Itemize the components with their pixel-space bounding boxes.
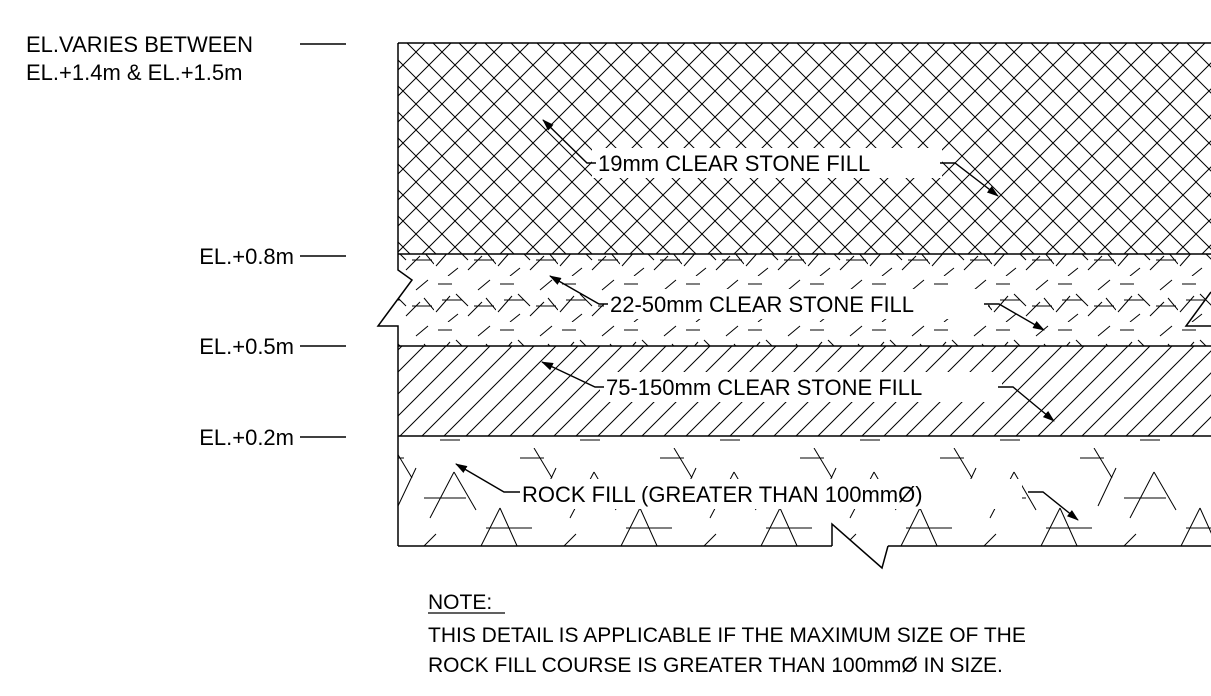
leader-22-50mm-left <box>549 275 608 305</box>
note-line-1: THIS DETAIL IS APPLICABLE IF THE MAXIMUM… <box>428 624 1026 647</box>
break-symbol-left <box>376 254 414 346</box>
note-line-2: ROCK FILL COURSE IS GREATER THAN 100mmØ … <box>428 654 1003 677</box>
label-bg-19mm <box>592 148 942 178</box>
break-symbol-bottom <box>831 522 889 570</box>
label-19mm-stone-fill: 19mm CLEAR STONE FILL <box>598 151 870 176</box>
leader-75-150mm-left <box>541 361 604 388</box>
label-rock-fill: ROCK FILL (GREATER THAN 100mmØ) <box>522 482 923 507</box>
leader-19mm-right <box>940 162 999 197</box>
label-bg-22-50mm <box>604 289 988 319</box>
break-symbol-right <box>1184 291 1211 327</box>
leader-rock-right <box>1028 491 1079 521</box>
leader-19mm-left <box>542 119 596 164</box>
elevation-top-line2: EL.+1.4m & EL.+1.5m <box>26 60 242 85</box>
label-75-150mm-stone-fill: 75-150mm CLEAR STONE FILL <box>606 375 922 400</box>
label-22-50mm-stone-fill: 22-50mm CLEAR STONE FILL <box>610 292 914 317</box>
leader-arrows <box>455 119 1079 521</box>
leader-75-150mm-right <box>998 386 1055 422</box>
elevation-top-line1: EL.VARIES BETWEEN <box>26 32 253 57</box>
elevation-label-02: EL.+0.2m <box>199 425 294 450</box>
leader-22-50mm-right <box>984 303 1045 331</box>
note-heading: NOTE: <box>428 591 492 614</box>
leader-rock-left <box>455 463 520 493</box>
elevation-ticks <box>300 43 346 438</box>
label-bg-75-150mm <box>600 372 1002 402</box>
elevation-label-05: EL.+0.5m <box>199 334 294 359</box>
section-outline <box>397 42 1211 547</box>
elevation-label-08: EL.+0.8m <box>199 244 294 269</box>
label-bg-rock <box>516 479 1022 509</box>
